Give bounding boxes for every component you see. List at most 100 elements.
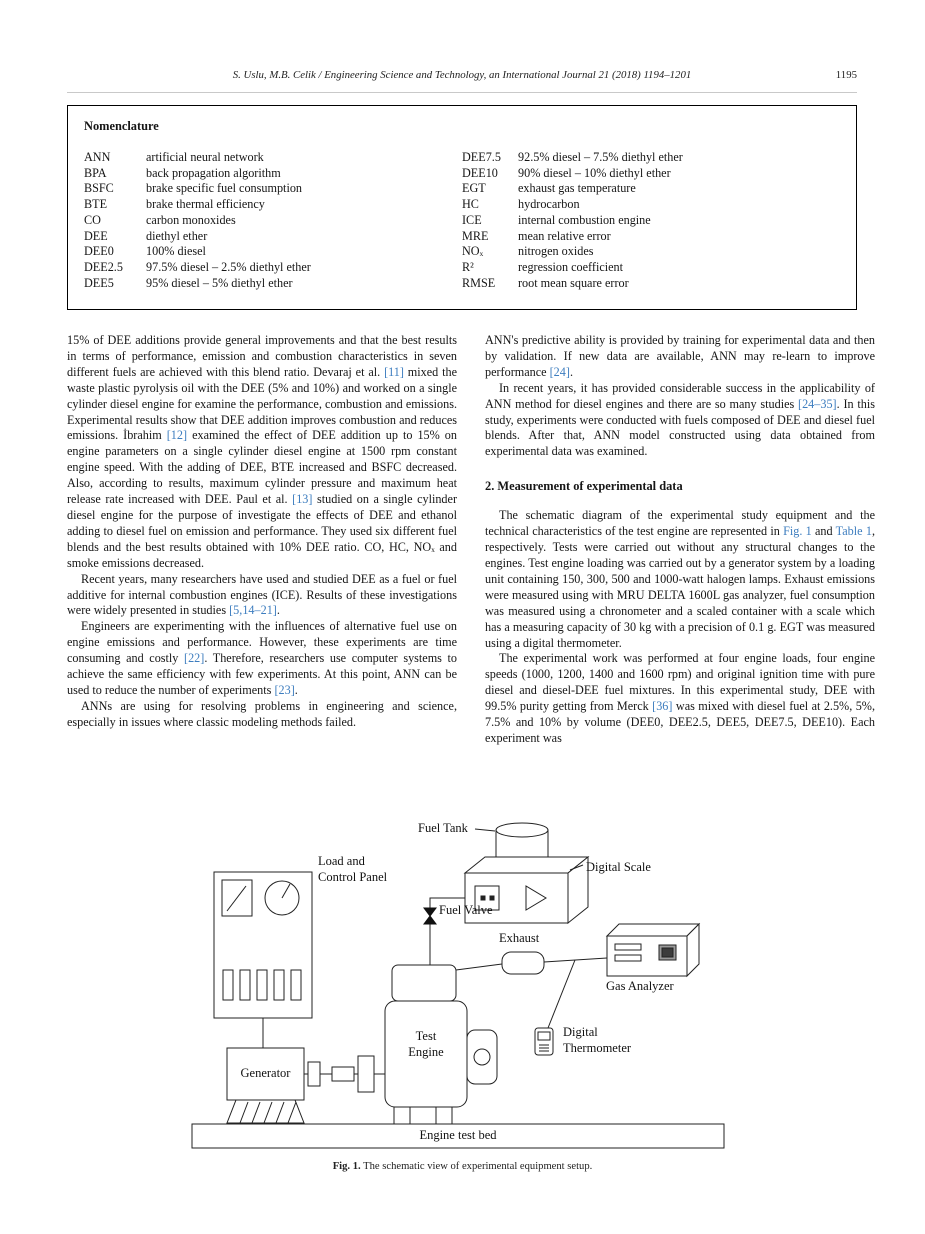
- paragraph: The experimental work was performed at f…: [485, 651, 875, 746]
- body-columns: 15% of DEE additions provide general imp…: [67, 333, 875, 747]
- text-run: , respectively. Tests were carried out w…: [485, 524, 875, 650]
- nomenclature-row: BTE brake thermal efficiency: [84, 197, 462, 213]
- citation-link[interactable]: [22]: [184, 651, 205, 666]
- text-run: Engineers are experimenting with the inf…: [67, 619, 457, 666]
- fuel-valve-label: Fuel Valve: [439, 903, 493, 917]
- text-run: .: [276, 603, 280, 618]
- left-column: 15% of DEE additions provide general imp…: [67, 333, 457, 747]
- citation-link[interactable]: [36]: [652, 699, 673, 714]
- citation-link[interactable]: Fig. 1: [783, 524, 812, 539]
- nomenclature-term: DEE5: [84, 275, 114, 290]
- nomenclature-definition: mean relative error: [518, 228, 611, 243]
- text-run: examined the effect of DEE addition up t…: [67, 428, 457, 507]
- nomenclature-right-column: DEE7.5 92.5% diesel – 7.5% diethyl ether…: [462, 150, 840, 291]
- text-run: Recent years, many researchers have used…: [67, 571, 457, 618]
- paragraph: ANNs are using for resolving problems in…: [67, 699, 457, 731]
- header-rule: [67, 92, 857, 93]
- nomenclature-term: DEE10: [462, 165, 498, 180]
- nomenclature-definition: 92.5% diesel – 7.5% diethyl ether: [518, 150, 683, 164]
- nomenclature-term: MRE: [462, 228, 489, 243]
- page-number: 1195: [835, 69, 857, 81]
- nomenclature-term: DEE: [84, 228, 108, 243]
- citation-link[interactable]: [13]: [292, 492, 313, 507]
- nomenclature-row: DEE diethyl ether: [84, 229, 462, 245]
- digital-scale-shape: [463, 855, 590, 925]
- nomenclature-definition: internal combustion engine: [518, 212, 651, 227]
- nomenclature-definition: back propagation algorithm: [146, 165, 281, 180]
- nomenclature-row: DEE10 90% diesel – 10% diethyl ether: [462, 166, 840, 182]
- nomenclature-definition: artificial neural network: [146, 150, 264, 164]
- text-run: .: [569, 364, 573, 379]
- nomenclature-row: ANN artificial neural network: [84, 150, 462, 166]
- digital-scale-label: Digital Scale: [586, 860, 651, 874]
- citation-link[interactable]: Table 1: [835, 524, 872, 539]
- section-heading: 2. Measurement of experimental data: [485, 479, 683, 494]
- gas-analyzer-label: Gas Analyzer: [606, 979, 674, 993]
- nomenclature-row: NOₓ nitrogen oxides: [462, 244, 840, 260]
- nomenclature-term: DEE0: [84, 244, 114, 259]
- nomenclature-definition: nitrogen oxides: [518, 244, 594, 259]
- nomenclature-term: RMSE: [462, 275, 496, 290]
- nomenclature-row: BSFC brake specific fuel consumption: [84, 181, 462, 197]
- nomenclature-term: HC: [462, 197, 479, 212]
- paragraph: In recent years, it has provided conside…: [485, 381, 875, 461]
- nomenclature-term: ICE: [462, 212, 482, 227]
- nomenclature-term: R²: [462, 259, 474, 274]
- nomenclature-row: RMSE root mean square error: [462, 276, 840, 292]
- nomenclature-row: EGT exhaust gas temperature: [462, 181, 840, 197]
- citation-link[interactable]: [5,14–21]: [229, 603, 277, 618]
- nomenclature-definition: 95% diesel – 5% diethyl ether: [146, 275, 293, 290]
- citation-link[interactable]: [12]: [166, 428, 188, 443]
- text-run: . Therefore, researchers use computer sy…: [67, 651, 458, 697]
- nomenclature-definition: brake thermal efficiency: [146, 197, 265, 212]
- load-control-panel-label: Load and Control Panel: [318, 854, 388, 884]
- citation-link[interactable]: [11]: [384, 364, 404, 379]
- text-run: In recent years, it has provided conside…: [485, 380, 875, 411]
- figure-1: Fuel Tank Load and Control Panel Digital…: [182, 818, 742, 1153]
- engine-test-bed-label: Engine test bed: [419, 1128, 497, 1142]
- text-run: 15% of DEE additions provide general imp…: [67, 333, 457, 379]
- nomenclature-definition: hydrocarbon: [518, 197, 580, 212]
- citation-link[interactable]: [23]: [274, 682, 295, 697]
- digital-thermometer-shape: [534, 959, 576, 1056]
- right-column: ANN's predictive ability is provided by …: [485, 333, 875, 747]
- nomenclature-definition: exhaust gas temperature: [518, 181, 636, 196]
- exhaust-line-shape: [455, 951, 608, 975]
- nomenclature-row: ICE internal combustion engine: [462, 213, 840, 229]
- text-run: ANNs are using for resolving problems in…: [67, 698, 457, 729]
- engine-test-bed-shape: [191, 1123, 725, 1149]
- nomenclature-term: DEE7.5: [462, 150, 501, 164]
- text-run: The experimental work was performed at f…: [485, 651, 875, 714]
- nomenclature-row: BPA back propagation algorithm: [84, 166, 462, 182]
- nomenclature-definition: diethyl ether: [146, 228, 208, 243]
- paragraph: ANN's predictive ability is provided by …: [485, 333, 875, 381]
- nomenclature-term: NOₓ: [462, 244, 484, 259]
- test-engine-label: Test Engine: [408, 1029, 444, 1059]
- nomenclature-title: Nomenclature: [84, 119, 159, 133]
- nomenclature-box: Nomenclature ANN artificial neural netwo…: [67, 105, 857, 310]
- nomenclature-row: DEE5 95% diesel – 5% diethyl ether: [84, 276, 462, 292]
- nomenclature-term: BSFC: [84, 181, 114, 196]
- nomenclature-term: CO: [84, 212, 101, 227]
- text-run: .: [294, 682, 298, 697]
- nomenclature-row: MRE mean relative error: [462, 229, 840, 245]
- nomenclature-left-column: ANN artificial neural network BPA back p…: [84, 150, 462, 291]
- text-run: ANN's predictive ability is provided by …: [485, 333, 875, 379]
- nomenclature-definition: root mean square error: [518, 275, 629, 290]
- gas-analyzer-shape: [605, 922, 701, 978]
- citation-link[interactable]: [24]: [549, 364, 570, 379]
- figure-caption-text: The schematic view of experimental equip…: [360, 1161, 593, 1172]
- text-run: mixed the waste plastic pyrolysis oil wi…: [67, 364, 458, 443]
- fuel-tank-label: Fuel Tank: [418, 821, 468, 835]
- nomenclature-term: DEE2.5: [84, 259, 123, 274]
- figure-caption: Fig. 1. The schematic view of experiment…: [0, 1161, 925, 1172]
- header-citation: S. Uslu, M.B. Celik / Engineering Scienc…: [232, 69, 692, 81]
- text-run: The schematic diagram of the experimenta…: [485, 508, 875, 539]
- nomenclature-definition: 100% diesel: [146, 244, 206, 259]
- drive-shaft-shape: [304, 1055, 385, 1093]
- paragraph: The schematic diagram of the experimenta…: [485, 508, 875, 651]
- exhaust-label: Exhaust: [499, 931, 540, 945]
- citation-link[interactable]: [24–35]: [798, 396, 837, 411]
- schematic-drawing: [191, 822, 725, 1149]
- control-panel-shape: [213, 871, 313, 1048]
